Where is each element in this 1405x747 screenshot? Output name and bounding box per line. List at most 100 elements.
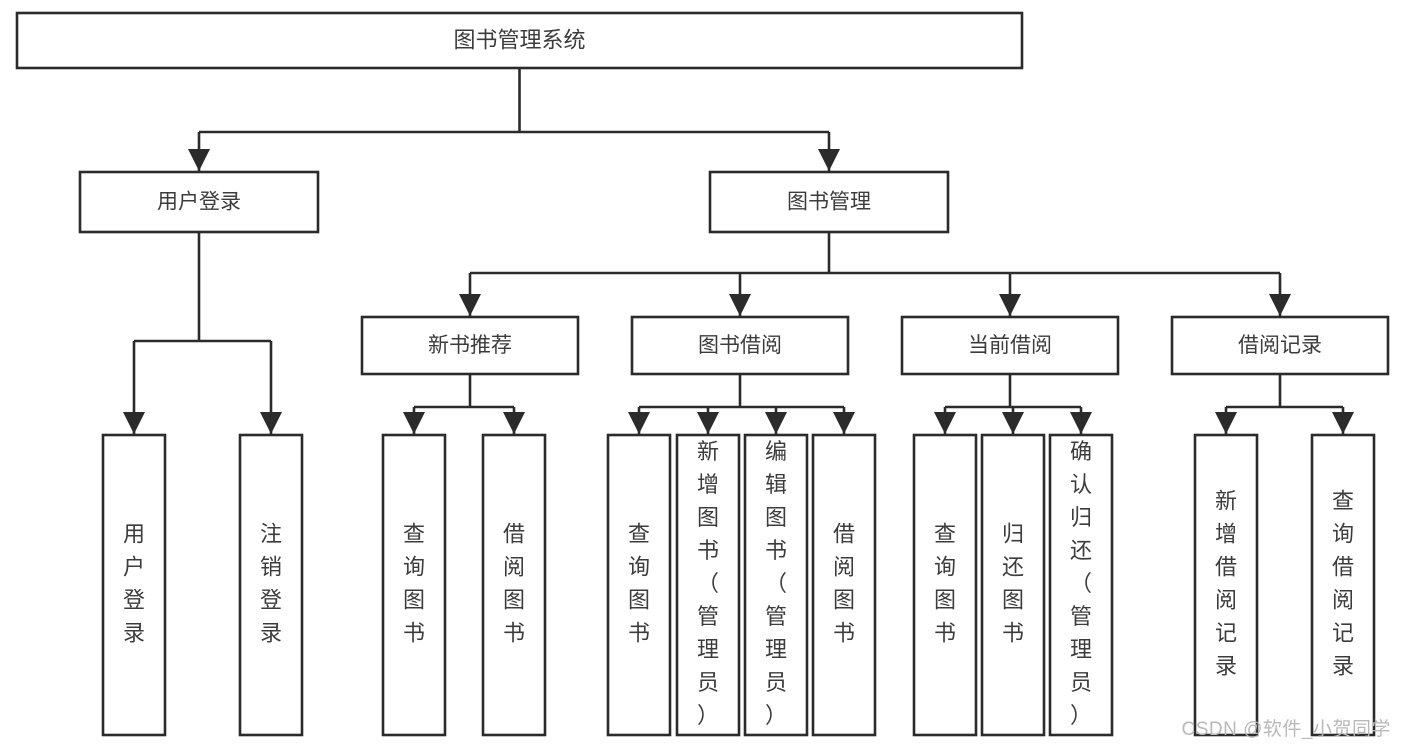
svg-text:注: 注 [260,521,282,546]
svg-text:询: 询 [934,554,956,579]
node-leaf-box-9[interactable] [980,433,1046,737]
svg-text:员: 员 [697,670,719,695]
svg-text:书: 书 [765,538,787,563]
svg-text:借: 借 [1332,554,1354,579]
svg-text:新: 新 [1215,488,1237,513]
edge-login-arrowhead-0 [123,412,145,434]
edge-root-arrowhead-1 [818,149,840,171]
node-leaf-box-4[interactable] [606,433,672,737]
node-level2-box-1[interactable] [708,170,950,234]
svg-text:员: 员 [1070,670,1092,695]
svg-text:查: 查 [403,521,425,546]
svg-text:理: 理 [1070,637,1092,662]
node-leaf-box-7[interactable] [811,433,877,737]
svg-text:借: 借 [833,521,855,546]
svg-text:书: 书 [833,620,855,645]
node-level2-box-0[interactable] [78,170,320,234]
edge-current-arrowhead-2 [1070,412,1092,434]
svg-text:增: 增 [697,472,719,497]
node-root-label: 图书管理系统 [453,27,585,52]
svg-text:书: 书 [1002,620,1024,645]
svg-text:用: 用 [123,521,145,546]
svg-text:图: 图 [628,587,650,612]
svg-text:管: 管 [765,604,787,629]
svg-text:理: 理 [765,637,787,662]
node-leaf-box-1[interactable] [238,433,304,737]
svg-text:阅: 阅 [833,554,855,579]
svg-text:图: 图 [403,587,425,612]
node-leaf-box-3[interactable] [481,433,547,737]
svg-text:员: 员 [765,670,787,695]
svg-text:录: 录 [1215,653,1237,678]
svg-text:确: 确 [1070,439,1092,464]
node-level3-label-1: 图书借阅 [698,334,782,357]
edge-login-arrowhead-1 [260,412,282,434]
svg-text:阅: 阅 [1332,587,1354,612]
node-level3-box-0[interactable] [360,315,580,376]
node-level3-box-1[interactable] [630,315,850,376]
edge-borrow-arrowhead-0 [628,412,650,434]
svg-text:记: 记 [1332,620,1354,645]
svg-text:图: 图 [765,505,787,530]
svg-text:查: 查 [628,521,650,546]
svg-text:销: 销 [260,554,282,579]
svg-text:归: 归 [1070,505,1092,530]
svg-text:图: 图 [697,505,719,530]
svg-text:书: 书 [503,620,525,645]
svg-text:图: 图 [934,587,956,612]
edge-root-arrowhead-0 [188,149,210,171]
svg-text:书: 书 [697,538,719,563]
node-level2-label-0: 用户登录 [157,191,241,214]
node-leaf-box-10[interactable] [1048,433,1114,737]
svg-text:询: 询 [628,554,650,579]
svg-text:阅: 阅 [1215,587,1237,612]
svg-text:）: ） [697,703,719,728]
node-leaf-box-5[interactable] [675,433,741,737]
svg-text:书: 书 [403,620,425,645]
node-leaf-box-12[interactable] [1310,433,1376,737]
svg-text:）: ） [765,703,787,728]
node-leaf-box-11[interactable] [1193,433,1259,737]
node-level3-box-2[interactable] [900,315,1120,376]
svg-text:户: 户 [123,554,145,579]
svg-text:登: 登 [260,587,282,612]
edge-record-arrowhead-1 [1332,412,1354,434]
svg-text:借: 借 [503,521,525,546]
node-leaf-box-6[interactable] [743,433,809,737]
svg-text:（: （ [697,571,719,596]
svg-text:管: 管 [697,604,719,629]
svg-text:录: 录 [1332,653,1354,678]
svg-text:管: 管 [1070,604,1092,629]
edge-bookmgmt-arrowhead-0 [459,294,481,316]
svg-text:还: 还 [1070,538,1092,563]
node-leaf-box-8[interactable] [912,433,978,737]
svg-text:查: 查 [1332,488,1354,513]
svg-text:查: 查 [934,521,956,546]
svg-text:）: ） [1070,703,1092,728]
svg-text:辑: 辑 [765,472,787,497]
node-level3-box-3[interactable] [1170,315,1390,376]
node-root-box[interactable] [15,11,1024,70]
svg-text:借: 借 [1215,554,1237,579]
edge-bookmgmt-arrowhead-3 [1269,294,1291,316]
edge-bookmgmt-arrowhead-1 [729,294,751,316]
node-leaf-box-2[interactable] [381,433,447,737]
svg-text:（: （ [1070,571,1092,596]
svg-text:录: 录 [123,620,145,645]
edge-borrow-arrowhead-3 [833,412,855,434]
node-leaf-box-0[interactable] [101,433,167,737]
svg-text:书: 书 [934,620,956,645]
svg-text:图: 图 [503,587,525,612]
svg-text:归: 归 [1002,521,1024,546]
